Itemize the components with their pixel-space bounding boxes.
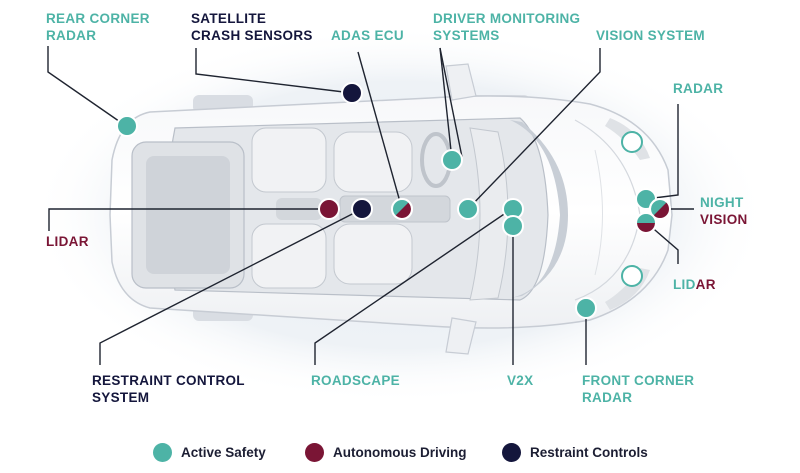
- label-line: VISION SYSTEM: [596, 28, 705, 43]
- legend-label: Restraint Controls: [530, 444, 648, 460]
- leader-lines: [47, 46, 694, 365]
- label-line: VISION: [700, 212, 748, 227]
- label-part: AR: [695, 277, 716, 292]
- legend-label: Active Safety: [181, 444, 266, 460]
- legend-item-restraint-controls: Restraint Controls: [502, 441, 648, 463]
- label-line: RESTRAINT CONTROL: [92, 373, 245, 388]
- label-line: DRIVER MONITORING: [433, 11, 581, 26]
- label-line: REAR CORNER: [46, 11, 150, 26]
- label-night-vision: NIGHT VISION: [700, 194, 748, 228]
- label-line: SYSTEMS: [433, 28, 500, 43]
- leader-vision-system: [467, 48, 601, 210]
- label-line: ROADSCAPE: [311, 373, 400, 388]
- marker-v2x-bottom: [502, 215, 524, 237]
- leader-roadscape: [314, 207, 514, 365]
- marker-driver-monitoring: [441, 149, 463, 171]
- label-roadscape: ROADSCAPE: [311, 372, 400, 389]
- legend-label: Autonomous Driving: [333, 444, 467, 460]
- label-adas-ecu: ADAS ECU: [331, 27, 404, 44]
- label-line: FRONT CORNER: [582, 373, 695, 388]
- leader-lidar-front: [647, 223, 679, 264]
- label-line: RADAR: [582, 390, 633, 405]
- label-radar: RADAR: [673, 80, 723, 97]
- label-rear-corner-radar: REAR CORNER RADAR: [46, 10, 150, 44]
- label-lidar-rear: LIDAR: [46, 233, 89, 250]
- leader-lidar-rear: [48, 208, 329, 231]
- sensor-markers: [116, 82, 671, 319]
- leader-rear-corner-radar: [47, 46, 127, 127]
- marker-lidar-front: [635, 212, 657, 234]
- leader-driver-monitoring: [439, 47, 453, 161]
- label-restraint-control-system: RESTRAINT CONTROL SYSTEM: [92, 372, 245, 406]
- leader-driver-monitoring-2: [439, 47, 463, 158]
- label-part: LID: [673, 277, 696, 292]
- label-line: SYSTEM: [92, 390, 150, 405]
- marker-restraint-control: [351, 198, 373, 220]
- label-lidar-front: LIDAR: [673, 276, 716, 293]
- label-line: ADAS ECU: [331, 28, 404, 43]
- label-line: CRASH SENSORS: [191, 28, 313, 43]
- label-line: NIGHT: [700, 195, 744, 210]
- marker-vision-system: [457, 198, 479, 220]
- marker-front-corner-radar-upper: [621, 131, 643, 153]
- label-line: RADAR: [673, 81, 724, 96]
- leader-adas-ecu: [357, 51, 403, 210]
- label-v2x: V2X: [507, 372, 533, 389]
- legend-swatch: [153, 442, 172, 462]
- legend-swatch: [502, 442, 521, 462]
- label-line: SATELLITE: [191, 11, 267, 26]
- label-satellite-crash-sensors: SATELLITE CRASH SENSORS: [191, 10, 313, 44]
- leader-satellite-crash-sensors: [195, 48, 353, 94]
- legend-item-autonomous-driving: Autonomous Driving: [305, 441, 467, 463]
- label-line: RADAR: [46, 28, 97, 43]
- marker-night-vision: [649, 198, 671, 220]
- leader-restraint-control: [99, 208, 363, 365]
- marker-front-corner-radar-lower: [621, 265, 643, 287]
- marker-adas-ecu: [391, 198, 413, 220]
- marker-satellite-crash-sensor: [341, 82, 363, 104]
- marker-lidar-rear: [318, 198, 340, 220]
- label-front-corner-radar: FRONT CORNER RADAR: [582, 372, 694, 406]
- label-line: V2X: [507, 373, 534, 388]
- label-line: LIDAR: [46, 234, 89, 249]
- marker-rear-corner-radar: [116, 115, 138, 137]
- label-driver-monitoring-systems: DRIVER MONITORING SYSTEMS: [433, 10, 580, 44]
- marker-front-corner-radar: [575, 297, 597, 319]
- label-vision-system: VISION SYSTEM: [596, 27, 705, 44]
- legend-item-active-safety: Active Safety: [153, 441, 266, 463]
- legend-swatch: [305, 442, 324, 462]
